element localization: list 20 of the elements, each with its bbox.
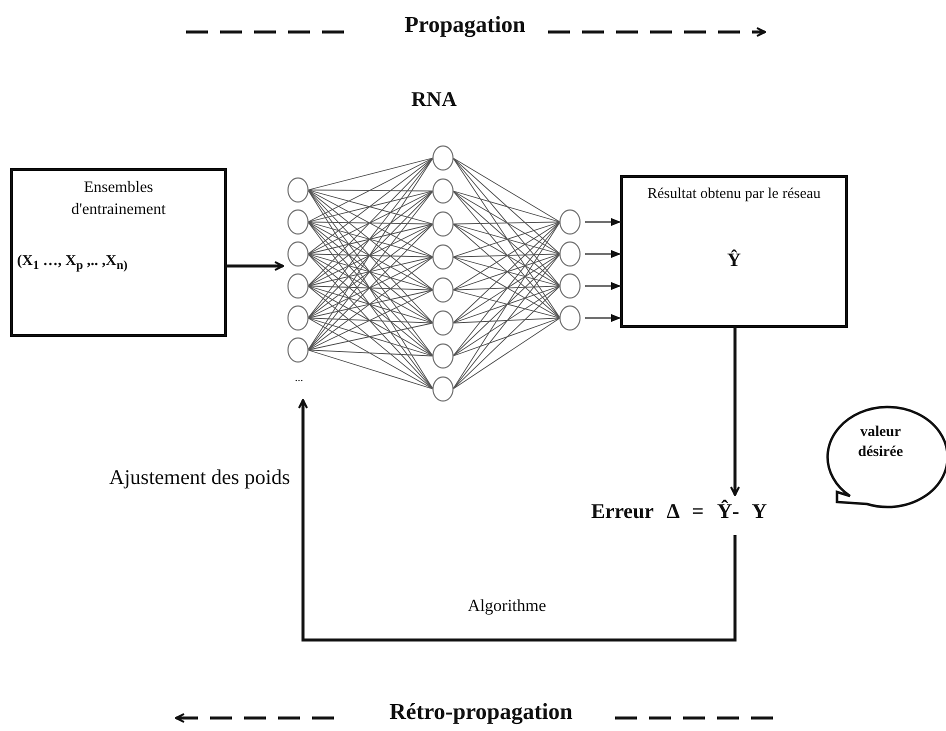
node-text: Résultat obtenu par le réseau [646,185,822,204]
node-text: valeur désirée [857,423,904,462]
node-text: Ŷ [726,248,742,273]
arrow [298,399,736,642]
direction-label: Propagation [404,12,526,38]
arrow [585,282,621,290]
output-box [620,175,848,328]
arrow [585,218,621,226]
annotation-label: Ajustement des poids [108,465,290,490]
network-title: RNA [410,86,458,113]
direction-label: Rétro-propagation [388,699,574,725]
arrow [730,328,740,496]
node-text: (X$_{1}$ …, X$_{p}$ ,.. ,X$_{n)}$ [17,252,128,274]
arrow [585,250,621,258]
ellipsis-label: ... [294,372,304,384]
node-text: Ensembles d'entrainement [70,178,167,220]
input-box [10,168,227,337]
arrow [227,261,284,271]
formula-text: Erreur Δ = Ŷ- Y [590,498,768,525]
arrow [585,314,621,322]
